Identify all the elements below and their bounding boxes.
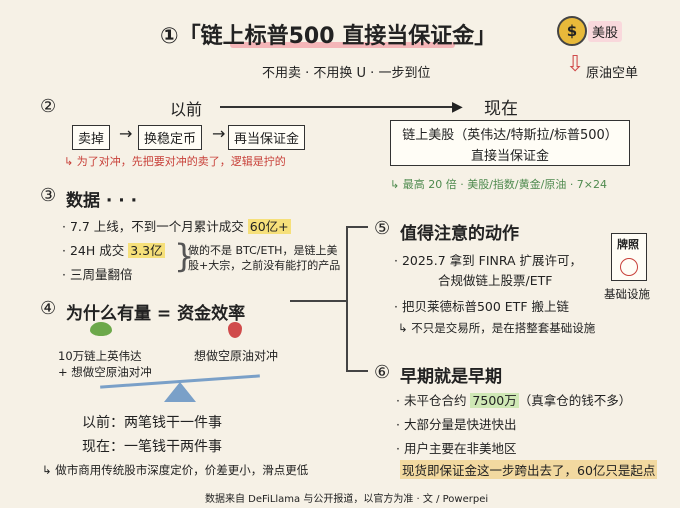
section-2-number: ② (40, 96, 57, 117)
mm-note: ↳ 做市商用传统股市深度定价，价差更小，滑点更低 (42, 463, 309, 477)
data-bullet-1: · 7.7 上线，不到一个月累计成交 60亿+ (62, 216, 291, 235)
before-label: 以前 (170, 100, 203, 119)
section-3-title: 数据 · · · (66, 191, 138, 211)
action-bullet-1b: 合规做链上股票/ETF (438, 273, 553, 288)
data-bullet-1-text: · 7.7 上线，不到一个月累计成交 (62, 219, 248, 234)
infra-note: ↳ 不只是交易所，是在搭整套基础设施 (398, 321, 596, 335)
before-line: 以前：两笔钱干一件事 (82, 415, 222, 431)
footer-source: 数据来自 DeFiLlama 与公开报道，以官方为准 · 文 / Powerpe… (205, 494, 489, 505)
oil-short-label: 原油空单 (586, 66, 639, 81)
scale-left-label-1: 10万链上英伟达 (58, 349, 142, 363)
infra-label: 基础设施 (604, 287, 650, 301)
highlight-24h: 3.3亿 (128, 243, 165, 258)
action-bullet-1a: · 2025.7 拿到 FINRA 扩展许可， (394, 253, 583, 268)
connector-to-6 (346, 370, 368, 372)
now-note-text: 最高 20 倍 · 美股/指数/黄金/原油 · 7×24 (402, 178, 608, 191)
section-6-number: ⑥ (374, 362, 391, 383)
now-label: 现在 (484, 99, 518, 119)
brace-icon: } (174, 237, 195, 275)
scale-left-label-2: + 想做空原油对冲 (58, 365, 152, 379)
section-5-number: ⑤ (374, 218, 391, 239)
balance-pivot-icon (164, 382, 196, 402)
section-3-number: ③ (40, 185, 57, 206)
highlight-oi: 7500万 (470, 393, 519, 408)
arrow-head-icon: ▶ (452, 99, 463, 115)
side-note-2: 股+大宗，之前没有能打的产品 (188, 259, 341, 272)
early-bullet-1-pre: · 未平仓合约 (396, 393, 471, 408)
flow-step-sell: 卖掉 (72, 125, 111, 150)
license-title: 牌照 (617, 238, 639, 251)
conclusion: 现货即保证金这一步跨出去了，60亿只是起点 (400, 460, 658, 479)
early-bullet-2: · 大部分量是快进快出 (396, 417, 517, 432)
data-bullet-2: · 24H 成交 3.3亿 (62, 240, 165, 259)
seal-icon (620, 258, 638, 276)
page-subtitle: 不用卖 · 不用换 U · 一步到位 (262, 66, 431, 81)
flow-arrow: → (119, 124, 133, 143)
early-bullet-1: · 未平仓合约 7500万（真拿仓的钱不多） (396, 390, 631, 409)
now-note: ↳ 最高 20 倍 · 美股/指数/黄金/原油 · 7×24 (390, 178, 608, 191)
nvidia-logo-icon (90, 322, 112, 336)
section-6-title: 早期就是早期 (400, 367, 502, 387)
page-title: ①「链上标普500 直接当保证金」 (160, 24, 497, 49)
connector-vertical (346, 226, 348, 372)
action-bullet-2: · 把贝莱德标普500 ETF 搬上链 (394, 299, 569, 314)
now-line: 现在：一笔钱干两件事 (82, 439, 222, 455)
section-4-number: ④ (40, 298, 57, 319)
flow-step-margin: 再当保证金 (228, 125, 306, 150)
timeline-arrow (220, 106, 456, 108)
early-bullet-1-post: （真拿仓的钱不多） (518, 393, 632, 408)
mm-note-text: 做市商用传统股市深度定价，价差更小，滑点更低 (55, 463, 309, 477)
flow-arrow: → (212, 124, 226, 143)
connector-from-4 (290, 300, 346, 302)
dollar-coin-icon: $ (557, 16, 587, 46)
data-bullet-2-text: · 24H 成交 (62, 243, 129, 258)
stock-badge: 美股 (588, 21, 623, 42)
before-note: ↳ 为了对冲，先把要对冲的卖了，逻辑是拧的 (64, 155, 286, 168)
before-note-text: 为了对冲，先把要对冲的卖了，逻辑是拧的 (76, 155, 286, 168)
side-note-1: 做的不是 BTC/ETH，是链上美 (188, 244, 338, 257)
oil-drop-icon (228, 322, 242, 338)
title-underline (230, 42, 455, 48)
early-bullet-3: · 用户主要在非美地区 (396, 441, 517, 456)
down-arrow-icon: ⇩ (566, 52, 585, 77)
now-box-line-2: 直接当保证金 (470, 149, 549, 164)
highlight-volume: 60亿+ (247, 219, 291, 234)
infra-note-text: 不只是交易所，是在搭整套基础设施 (411, 321, 596, 335)
scale-right-label: 想做空原油对冲 (194, 349, 279, 363)
section-5-title: 值得注意的动作 (400, 224, 519, 244)
data-bullet-3: · 三周量翻倍 (62, 267, 133, 282)
now-box: 链上美股（英伟达/特斯拉/标普500） 直接当保证金 (390, 120, 630, 166)
connector-to-5 (346, 226, 368, 228)
now-box-line-1: 链上美股（英伟达/特斯拉/标普500） (402, 128, 618, 143)
flow-step-swap: 换稳定币 (138, 125, 203, 150)
section-4-title: 为什么有量 = 资金效率 (66, 304, 246, 324)
